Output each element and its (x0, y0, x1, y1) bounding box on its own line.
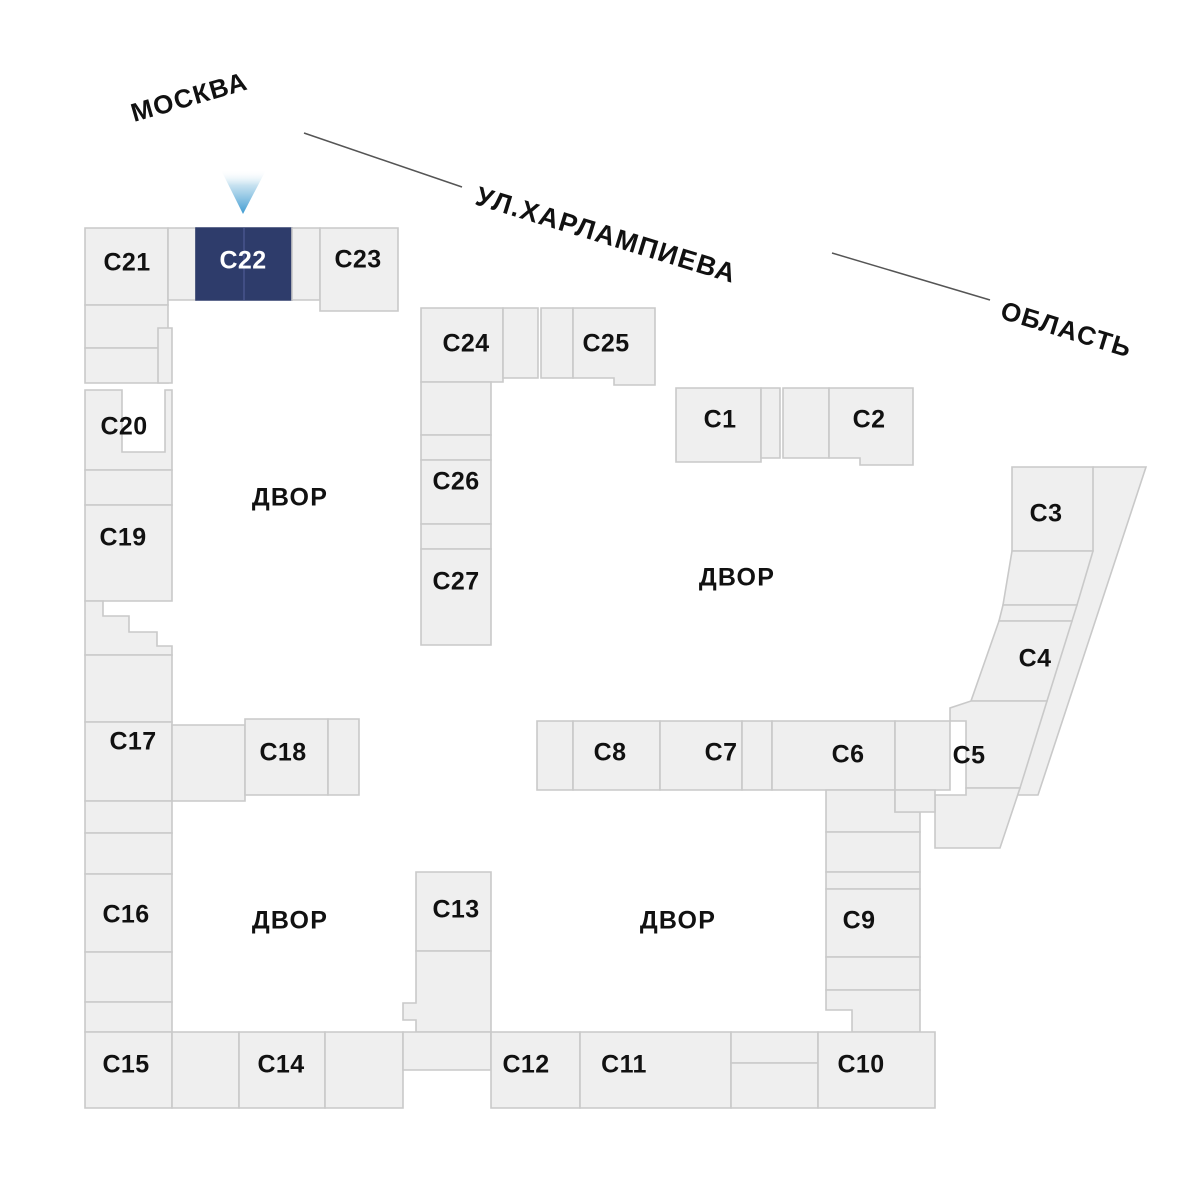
building-C5-angled[interactable] (949, 700, 1049, 789)
building-C1[interactable] (675, 387, 762, 463)
building-spacer-C21-C22[interactable] (167, 227, 197, 301)
block-label-C14: C14 (257, 1051, 304, 1079)
block-label-C8: C8 (594, 739, 627, 767)
building-C1-link[interactable] (760, 387, 781, 459)
block-group-C18 (244, 718, 360, 796)
building-C2[interactable] (828, 387, 914, 466)
building-C25[interactable] (572, 307, 656, 386)
block-label-C24: C24 (442, 330, 489, 358)
yard-label-north-west: ДВОР (252, 484, 328, 512)
yard-label-south-east: ДВОР (640, 907, 716, 935)
block-label-C7: C7 (705, 739, 738, 767)
block-group-top-row (84, 227, 399, 384)
street-leader-line-east (831, 252, 991, 301)
building-C15-link[interactable] (171, 1031, 240, 1109)
building-C19-stair[interactable] (84, 600, 173, 656)
block-label-C27: C27 (432, 568, 479, 596)
direction-label-region: ОБЛАСТЬ (997, 295, 1136, 363)
block-label-C17: C17 (109, 728, 156, 756)
location-marker-arrow[interactable] (221, 170, 266, 214)
building-C17[interactable] (84, 654, 173, 723)
building-C21-annex-b[interactable] (84, 347, 169, 384)
block-label-C11: C11 (601, 1051, 647, 1079)
building-C9-lower[interactable] (825, 956, 921, 991)
street-name-label: УЛ.ХАРЛАМПИЕВА (472, 181, 740, 289)
building-C24-lower[interactable] (420, 381, 492, 436)
building-C20-jog-upper[interactable] (157, 327, 173, 384)
block-label-C2: C2 (853, 406, 886, 434)
building-C3-lower[interactable] (1002, 550, 1095, 606)
building-C24[interactable] (420, 307, 504, 383)
direction-label-moscow: МОСКВА (127, 66, 251, 128)
block-label-C3: C3 (1030, 500, 1063, 528)
building-C17-link[interactable] (171, 724, 246, 802)
building-C16-upper2[interactable] (84, 832, 173, 875)
block-group-C1-C2 (675, 387, 914, 466)
block-label-C16: C16 (102, 901, 149, 929)
yard-label-south-west: ДВОР (252, 907, 328, 935)
block-group-right-wing (934, 466, 1148, 849)
building-C9-upper[interactable] (825, 831, 921, 873)
building-C11-link2[interactable] (730, 1062, 819, 1109)
block-group-C9 (825, 831, 921, 1033)
block-label-C10: C10 (837, 1051, 884, 1079)
block-label-C19: C19 (99, 524, 146, 552)
building-C26-upper[interactable] (420, 434, 492, 461)
building-spacer-C22-C23[interactable] (291, 227, 321, 301)
building-C9-upper2[interactable] (825, 871, 921, 890)
block-label-C22: C22 (219, 247, 266, 275)
building-C27[interactable] (420, 548, 492, 646)
building-C8-west[interactable] (536, 720, 574, 791)
building-C10[interactable] (817, 1031, 936, 1109)
building-C13-lower[interactable] (402, 950, 492, 1033)
building-C20-lower[interactable] (84, 469, 173, 506)
building-C5-step[interactable] (894, 789, 936, 813)
building-C26-lower[interactable] (420, 523, 492, 550)
building-C11-link[interactable] (730, 1031, 819, 1064)
block-label-C20: C20 (100, 413, 147, 441)
block-label-C6: C6 (832, 741, 865, 769)
building-C2-link[interactable] (782, 387, 830, 459)
block-label-C1: C1 (704, 406, 737, 434)
street-leader-line-west (303, 132, 463, 188)
building-C16-lower[interactable] (84, 951, 173, 1003)
yard-labels: ДВОР ДВОР ДВОР ДВОР (252, 484, 775, 935)
block-group-left-column (84, 389, 246, 1033)
building-C14-link[interactable] (324, 1031, 404, 1109)
block-label-C23: C23 (334, 246, 381, 274)
block-label-C25: C25 (582, 330, 629, 358)
building-C13-foot[interactable] (402, 1031, 492, 1071)
building-C25-link[interactable] (540, 307, 574, 379)
building-C21-annex-a[interactable] (84, 304, 169, 349)
building-right-wing-tail[interactable] (934, 787, 1022, 849)
block-label-C15: C15 (102, 1051, 149, 1079)
building-right-wing-gap[interactable] (997, 604, 1079, 622)
block-label-C5: C5 (953, 742, 986, 770)
building-C9-lower2[interactable] (825, 989, 921, 1033)
block-label-C21: C21 (103, 249, 150, 277)
block-label-C9: C9 (843, 907, 876, 935)
building-C19[interactable] (84, 504, 173, 602)
building-C18-annex[interactable] (327, 718, 360, 796)
building-C16-lower2[interactable] (84, 1001, 173, 1033)
building-C23[interactable] (319, 227, 399, 312)
block-group-mid-row (536, 720, 951, 833)
block-label-C18: C18 (259, 739, 306, 767)
building-C24-link[interactable] (502, 307, 539, 379)
block-label-C12: C12 (502, 1051, 549, 1079)
building-C7-link[interactable] (741, 720, 773, 791)
block-label-C4: C4 (1019, 645, 1052, 673)
block-group-middle-column (420, 307, 656, 646)
yard-label-north-east: ДВОР (699, 564, 775, 592)
block-group-bottom-row (84, 871, 936, 1109)
block-label-C26: C26 (432, 468, 479, 496)
building-C5[interactable] (894, 720, 951, 791)
block-labels: C21 C22 C23 C24 C25 C26 C27 C20 C19 C17 … (99, 246, 1062, 1079)
building-C16-upper[interactable] (84, 800, 173, 834)
block-label-C13: C13 (432, 896, 479, 924)
